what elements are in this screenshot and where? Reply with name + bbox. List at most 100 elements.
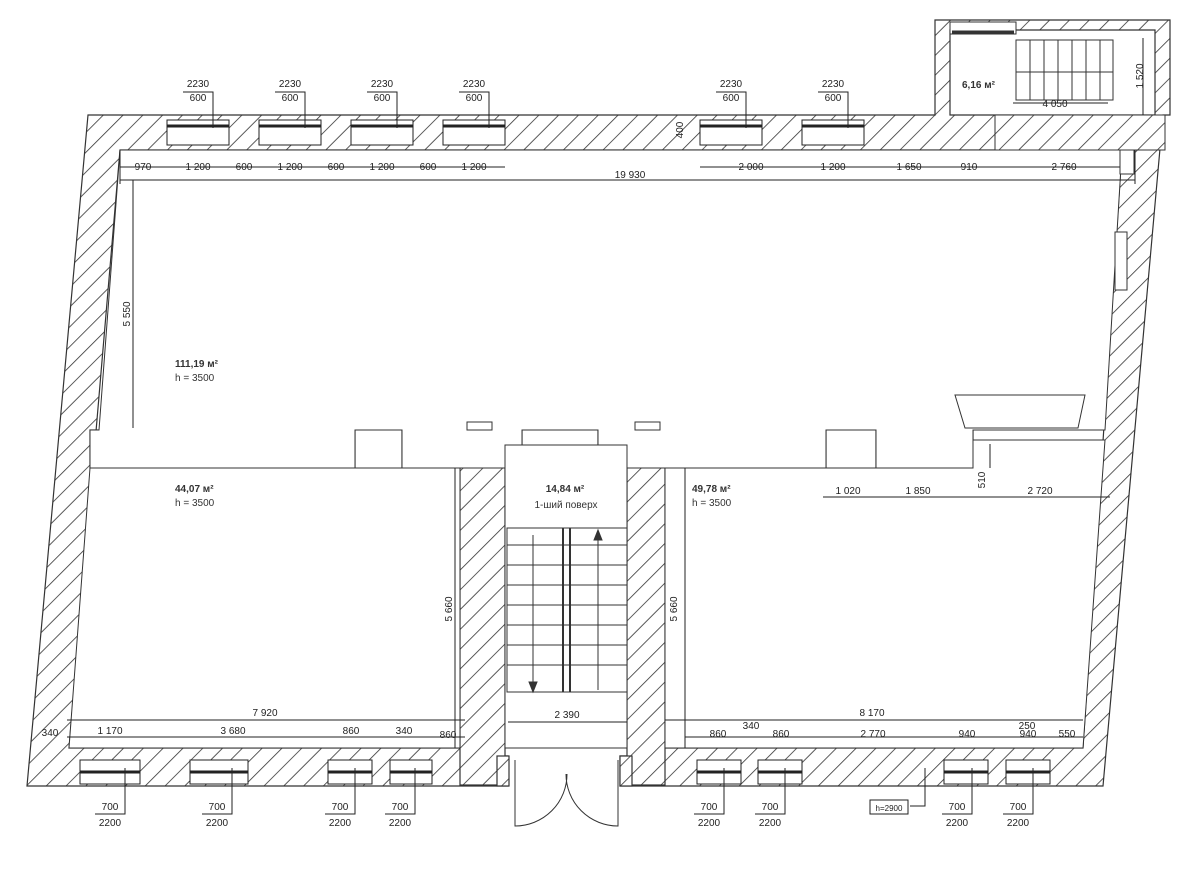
vertical-dims [132,180,991,748]
dim-label: 2 760 [1051,162,1076,173]
window-tag-h: 600 [282,93,299,104]
dim-label: 1 200 [185,162,210,173]
small-room-area: 6,16 м² [962,80,996,91]
main-room-area: 111,19 м² [175,359,219,370]
dim-label: 600 [420,162,437,173]
small-room-dims: 4 050 1 520 [1013,38,1146,115]
top-window-leaders [183,91,849,128]
bottom-window-tags: 700 2200 700 2200 700 2200 700 2200 700 … [99,802,1030,829]
stair-room-floor: 1-ший поверх [534,500,597,511]
dim-label: 1 200 [461,162,486,173]
window-tag-h: 600 [723,93,740,104]
window-tag-h: 600 [825,93,842,104]
window-tag-h: 2200 [206,818,229,829]
left-room-height: h = 3500 [175,498,215,509]
wall-thickness-dim: 400 [675,121,686,138]
dim-label: 860 [440,730,457,741]
small-room-width-dim: 4 050 [1042,99,1067,110]
right-room-floor [664,439,1106,749]
window-tag-h: 2200 [99,818,122,829]
vertical-dim-labels: 5 550 5 660 5 660 510 [122,301,988,621]
dim-label: 910 [961,162,978,173]
dim-label: 2 770 [860,729,885,740]
dim-label: 340 [42,728,59,739]
dim-label: 1 020 [835,486,860,497]
dim-label: 340 [743,721,760,732]
left-room-floor [68,467,461,749]
dim-label: 600 [236,162,253,173]
stair-wall-right [626,444,666,786]
room-floors [68,149,1123,749]
window-tag-w: 700 [701,802,718,813]
dim-label: 2 720 [1027,486,1052,497]
dim-label: 600 [328,162,345,173]
h-tag-label: h=2900 [876,804,903,813]
small-room-depth-dim: 1 520 [1135,63,1146,88]
window-tag-w: 2230 [371,79,394,90]
dim-label: 2 000 [738,162,763,173]
dim-label: 1 650 [896,162,921,173]
dim-label: 3 680 [220,726,245,737]
left-depth-dim: 5 660 [444,596,455,621]
window-tag-w: 700 [102,802,119,813]
dim-label: 1 200 [277,162,302,173]
stair-wall-left [459,444,506,786]
dim-label: 940 [1020,729,1037,740]
entrance-door [514,760,619,827]
h-tag: h=2900 [869,799,909,815]
window-tag-w: 2230 [187,79,210,90]
dim-label: 550 [1059,729,1076,740]
window-tag-h: 2200 [329,818,352,829]
left-bottom-dims: 7 920 340 1 170 3 680 860 340 860 [42,708,465,741]
dim-label: 940 [959,729,976,740]
dim-label: 970 [135,162,152,173]
top-dims: 970 1 200 600 1 200 600 1 200 600 1 200 … [135,121,1077,181]
dim-label: 7 920 [252,708,277,719]
left-room-area: 44,07 м² [175,484,214,495]
main-room-floor [89,149,1123,469]
dim-label: 860 [710,729,727,740]
radiators [466,421,661,431]
small-room [949,21,1166,151]
right-depth-dim: 5 660 [669,596,680,621]
stair-side-left [496,755,510,787]
window-tag-w: 700 [209,802,226,813]
dim-label: 1 200 [369,162,394,173]
window-tag-w: 700 [392,802,409,813]
right-room-area: 49,78 м² [692,484,731,495]
dim-label: 1 170 [97,726,122,737]
dim-label: 860 [773,729,790,740]
stair-width-label: 2 390 [554,710,579,721]
stair-room-area: 14,84 м² [546,484,585,495]
top-dimension-lines [119,150,1136,184]
main-room-height: h = 3500 [175,373,215,384]
dim-label: 250 [1019,721,1036,732]
stair-width-dim: 2 390 [508,710,627,723]
right-room-dims: 1 020 1 850 2 720 [823,486,1110,498]
window-tag-w: 700 [762,802,779,813]
room-labels: 111,19 м² h = 3500 44,07 м² h = 3500 49,… [175,80,996,511]
window-tag-h: 2200 [1007,818,1030,829]
staircase [506,527,628,694]
bottom-window-leaders [95,768,1034,815]
window-tag-h: 2200 [759,818,782,829]
small-stair [1015,39,1114,101]
window-tag-h: 2200 [698,818,721,829]
window-tag-h: 2200 [389,818,412,829]
top-window-tags: 2230 600 2230 600 2230 600 2230 600 2230… [187,79,845,104]
bottom-windows [79,759,1051,785]
window-tag-w: 700 [332,802,349,813]
stair-side-right [619,755,633,787]
right-bottom-dims: 8 170 340 250 860 860 2 770 940 940 550 [665,708,1083,740]
window-tag-w: 2230 [822,79,845,90]
dim-label: 340 [396,726,413,737]
total-width-dim: 19 930 [615,170,646,181]
window-tag-h: 600 [190,93,207,104]
dim-label: 1 850 [905,486,930,497]
right-room-height: h = 3500 [692,498,732,509]
window-tag-h: 2200 [946,818,969,829]
top-windows [166,119,865,146]
right-fixture [954,149,1135,429]
window-tag-w: 2230 [720,79,743,90]
main-height-dim: 5 550 [122,301,133,326]
